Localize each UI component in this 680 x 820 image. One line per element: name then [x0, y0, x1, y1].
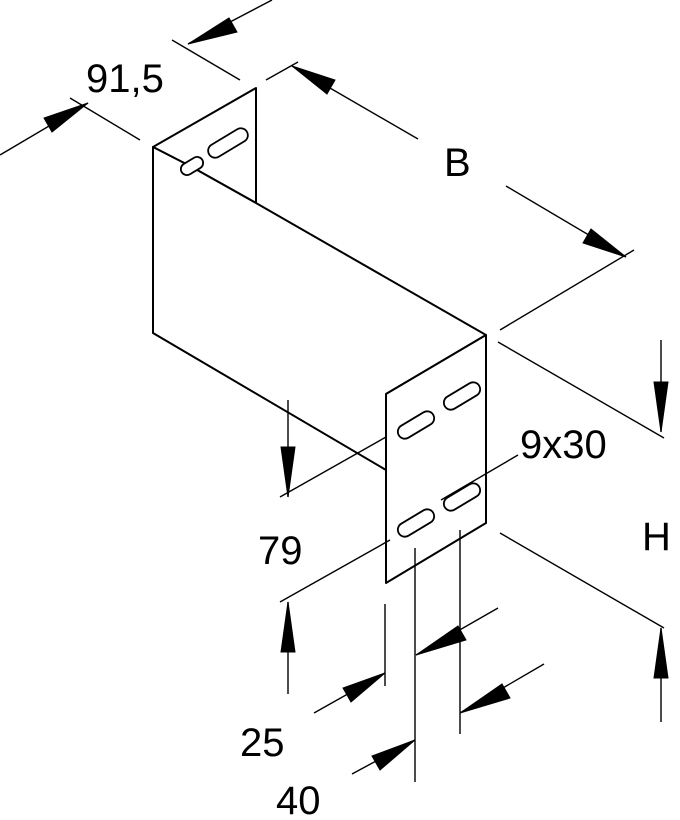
bracket-part — [152, 87, 487, 584]
dim-label-depth: 91,5 — [86, 57, 164, 101]
dimension-width: B — [265, 61, 635, 331]
dim-label-slot-spacing-b: 40 — [276, 779, 321, 820]
slot-flange-4 — [442, 482, 482, 512]
dimension-slot: 9x30 — [440, 423, 607, 501]
slot-lower-back — [179, 156, 205, 176]
slot-flange-3 — [396, 508, 436, 538]
dimension-height: H — [497, 340, 671, 722]
dimension-flange-depth: 79 — [152, 332, 391, 694]
slot-upper-back — [207, 127, 249, 159]
dimension-slot-spacing-b: 40 — [276, 548, 545, 820]
dim-label-height: H — [642, 515, 671, 559]
dimension-slot-spacing-a: 25 — [240, 530, 499, 765]
dim-label-slot-spacing-a: 25 — [240, 721, 285, 765]
slot-flange-2 — [442, 381, 482, 411]
dim-label-width: B — [444, 141, 471, 185]
slot-flange-1 — [396, 410, 436, 440]
dimension-depth: 91,5 — [0, 0, 273, 156]
dim-label-flange-depth: 79 — [258, 529, 303, 573]
dim-label-slot: 9x30 — [520, 423, 607, 467]
